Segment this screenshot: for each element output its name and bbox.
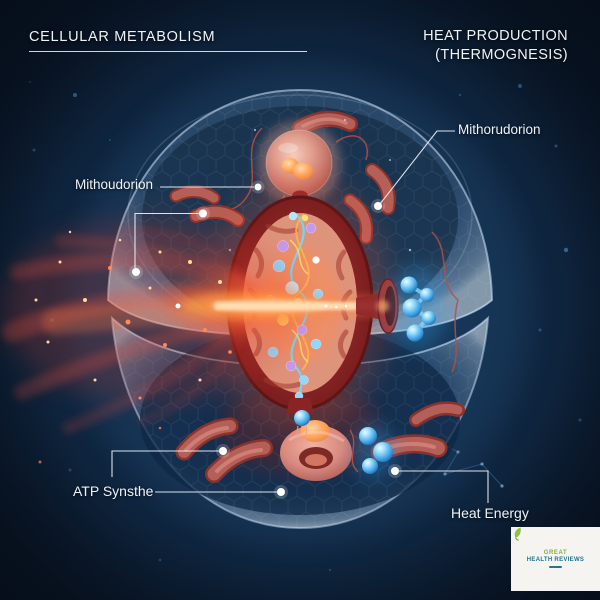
callout-mitochondrion-left: Mithoudorion [75, 177, 154, 192]
logo-line1: GREAT [543, 550, 568, 556]
title-right: HEAT PRODUCTION (THERMOGNESIS) [423, 27, 568, 65]
callout-heat-energy: Heat Energy [451, 505, 529, 521]
logo-line2: HEALTH REVIEWS [526, 557, 585, 563]
title-right-line1: HEAT PRODUCTION [423, 28, 568, 44]
logo-tagline-bar [549, 566, 562, 568]
title-right-line2: (THERMOGNESIS) [435, 47, 568, 63]
title-left: CELLULAR METABOLISM [29, 29, 216, 45]
callout-atp-synthase: ATP Synsthe [73, 483, 154, 499]
title-underline [29, 51, 307, 52]
leaf-icon [514, 527, 521, 541]
logo-box: GREAT HEALTH REVIEWS [511, 527, 600, 591]
callout-mitochondrion-right: Mithorudorion [458, 122, 541, 137]
